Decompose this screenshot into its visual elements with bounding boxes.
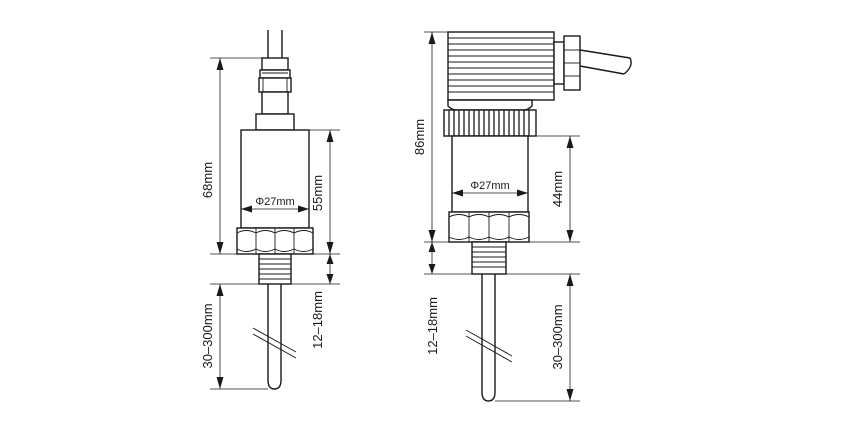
right-overall-length-label: 86mm xyxy=(412,119,427,155)
right-hex-nut xyxy=(448,211,530,243)
left-probe-length-label: 30–300mm xyxy=(200,303,215,368)
right-probe-length-label: 30–300mm xyxy=(550,304,565,369)
right-body xyxy=(451,135,529,213)
right-dim-diameter: Φ27mm xyxy=(452,180,528,197)
left-connector xyxy=(255,57,295,131)
left-dim-diameter: Φ27mm xyxy=(241,196,309,213)
left-diameter-label: Φ27mm xyxy=(255,196,294,208)
right-diameter-label: Φ27mm xyxy=(470,180,509,192)
right-knurled-ring xyxy=(443,109,537,137)
left-overall-length-label: 68mm xyxy=(200,162,215,198)
right-body-length-label: 44mm xyxy=(550,171,565,207)
left-thread-length-label: 12–18mm xyxy=(310,291,325,349)
right-thread xyxy=(471,241,507,275)
right-dim-body: 44mm xyxy=(550,136,574,242)
left-hex-nut xyxy=(236,227,314,255)
right-cable xyxy=(579,49,632,75)
left-dim-thread: 12–18mm xyxy=(310,254,334,349)
left-body xyxy=(240,129,310,229)
right-sensor-view: 86mm 44mm 12–18mm 30–300mm Φ xyxy=(412,31,632,402)
right-thread-length-label: 12–18mm xyxy=(425,297,440,355)
left-body-length-label: 55mm xyxy=(310,175,325,211)
right-dim-probe: 30–300mm xyxy=(550,274,574,401)
right-connector-head xyxy=(447,31,555,111)
left-dim-body: 55mm xyxy=(310,130,334,254)
left-dim-overall: 68mm xyxy=(200,58,224,254)
left-sensor-view: 68mm 55mm 12–18mm 30–300mm Φ xyxy=(200,30,340,390)
right-cable-gland xyxy=(553,35,581,91)
left-probe xyxy=(252,284,297,390)
right-dim-overall: 86mm xyxy=(412,32,436,242)
left-dim-probe: 30–300mm xyxy=(200,284,224,389)
left-thread xyxy=(258,253,292,285)
right-dim-thread: 12–18mm xyxy=(425,242,440,355)
right-probe xyxy=(465,274,513,402)
left-cable xyxy=(267,30,283,60)
